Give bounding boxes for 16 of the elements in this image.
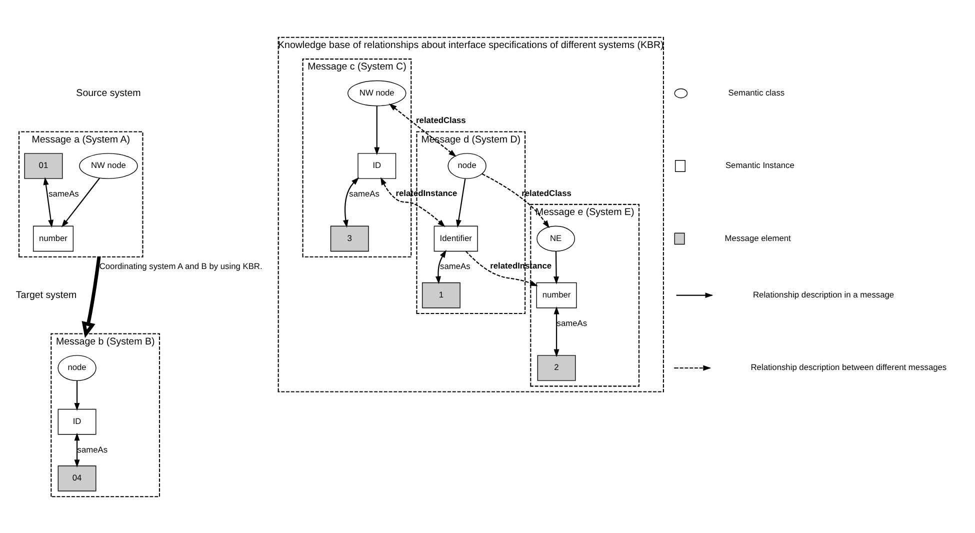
edge-label: relatedClass (522, 187, 572, 198)
edge-label: sameAs (556, 317, 588, 328)
label: Target system (16, 289, 77, 300)
legend-label: Relationship description in a message (753, 288, 894, 299)
edge-label: sameAs (440, 260, 470, 271)
legend-label: Relationship description between different messages (750, 362, 947, 372)
edge-label: relatedInstance (396, 187, 458, 198)
edge-label: sameAs (349, 188, 380, 198)
legend-label: Semantic Instance (725, 160, 794, 170)
edge-label: sameAs (48, 188, 79, 198)
edge-label: relatedClass (416, 114, 466, 125)
edge-label: Coordinating system A and B by using KBR. (99, 260, 262, 271)
edge-label: sameAs (77, 444, 108, 454)
legend-label: Semantic class (728, 86, 785, 97)
label: Source system (76, 87, 141, 98)
legend-label: Message element (724, 232, 791, 242)
